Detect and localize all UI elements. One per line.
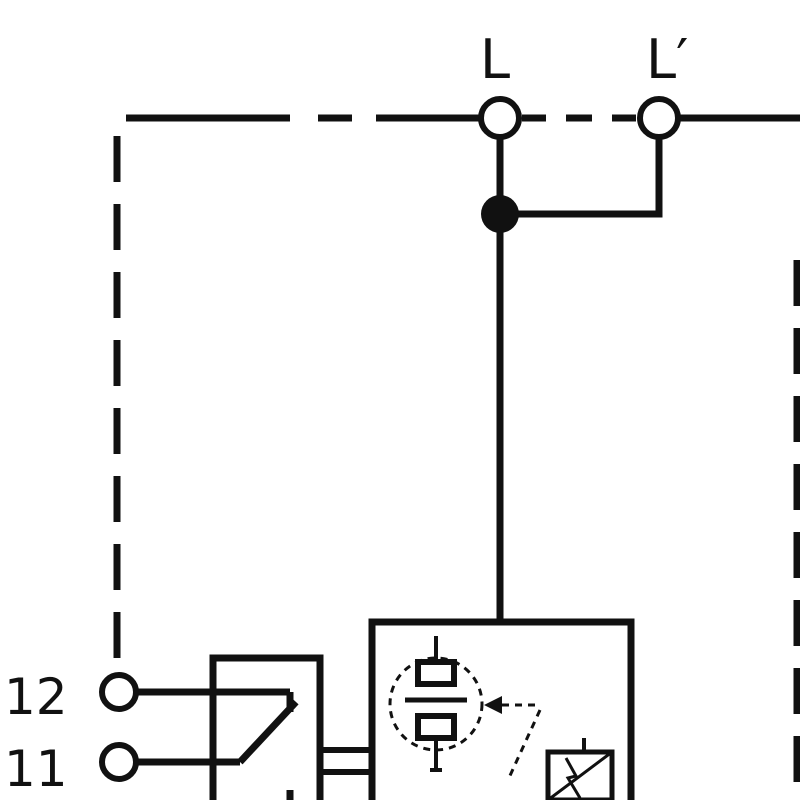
terminal-L[interactable] xyxy=(478,96,522,140)
terminal-11[interactable] xyxy=(99,742,139,782)
wire-L-prime-bridge xyxy=(500,137,663,218)
relay-contact-frame xyxy=(209,654,324,800)
terminal-label-12: 12 xyxy=(4,668,68,726)
terminal-12[interactable] xyxy=(99,672,139,712)
signal-arrow xyxy=(484,696,542,781)
converter-symbol xyxy=(545,738,615,800)
terminal-label-11: 11 xyxy=(4,740,68,798)
terminal-label-L: L xyxy=(480,28,510,91)
terminal-label-L-prime: L′ xyxy=(646,28,688,91)
junction-node xyxy=(481,195,519,233)
device-box xyxy=(368,618,635,800)
sensor-symbol xyxy=(388,636,484,772)
terminal-L-prime[interactable] xyxy=(637,96,681,140)
